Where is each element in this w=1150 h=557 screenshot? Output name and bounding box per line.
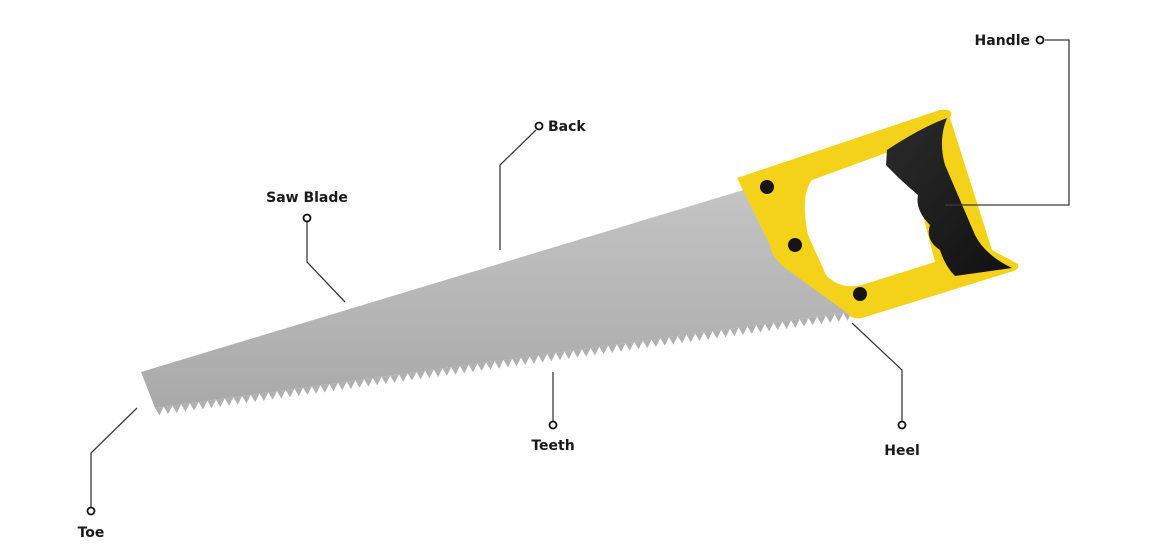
saw-blade	[141, 185, 852, 416]
label-teeth: Teeth	[531, 438, 574, 454]
callout-saw-blade: Saw Blade	[266, 190, 348, 303]
label-heel: Heel	[884, 443, 920, 459]
label-back: Back	[548, 119, 586, 135]
rivet	[788, 238, 802, 252]
rivet	[760, 180, 774, 194]
label-handle: Handle	[975, 33, 1030, 49]
callout-back: Back	[499, 119, 586, 250]
label-toe: Toe	[78, 525, 105, 541]
callout-handle: Handle	[945, 33, 1070, 206]
saw-handle	[737, 109, 1019, 319]
label-saw-blade: Saw Blade	[266, 190, 348, 206]
callout-toe: Toe	[78, 407, 138, 541]
callout-heel: Heel	[851, 322, 920, 459]
callout-teeth: Teeth	[531, 372, 575, 454]
grip	[886, 118, 1012, 276]
rivet	[853, 287, 867, 301]
